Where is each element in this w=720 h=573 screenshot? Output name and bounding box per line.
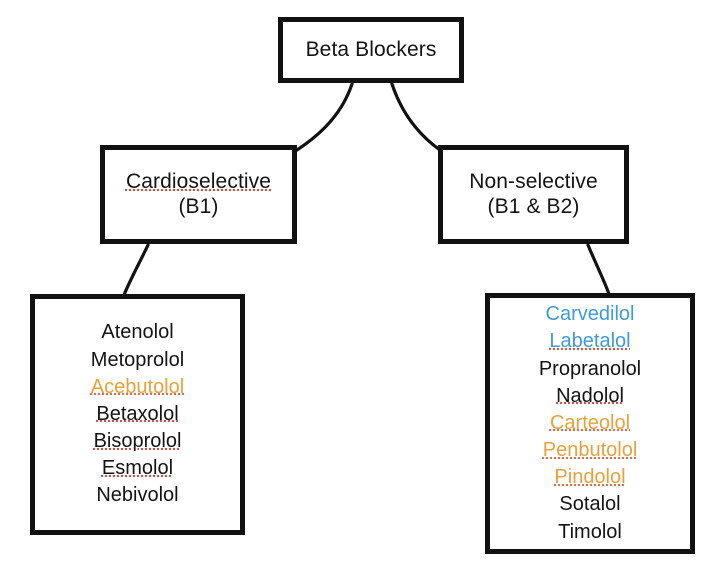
- drug-item: Nebivolol: [96, 484, 179, 507]
- drug-item: Carteolol: [549, 411, 631, 434]
- drug-item: Timolol: [558, 520, 622, 543]
- node-beta-blockers-label: Beta Blockers: [305, 37, 437, 61]
- drug-item: Propranolol: [538, 357, 642, 380]
- node-non-selective: Non-selective (B1 & B2): [438, 145, 629, 244]
- drug-item: Metoprolol: [90, 348, 185, 371]
- node-beta-blockers: Beta Blockers: [278, 17, 464, 83]
- drug-item: Betaxolol: [96, 402, 179, 425]
- drug-item: Labetalol: [549, 330, 631, 353]
- node-non-selective-label-line1: Non-selective: [469, 169, 598, 193]
- connector-nonselective-to-drugs: [586, 243, 611, 296]
- connector-root-to-cardioselective: [295, 82, 354, 152]
- node-cardioselective: Cardioselective (B1): [100, 145, 297, 244]
- connector-cardioselective-to-drugs: [122, 243, 150, 297]
- drug-item: Atenolol: [101, 321, 174, 344]
- drug-item: Esmolol: [101, 457, 174, 480]
- node-non-selective-label-line2: (B1 & B2): [487, 194, 580, 218]
- connector-root-to-nonselective: [390, 82, 442, 152]
- drug-item: Pindolol: [554, 466, 626, 489]
- drug-item: Nadolol: [556, 384, 624, 407]
- drug-item: Penbutolol: [542, 439, 638, 462]
- drug-item: Sotalol: [559, 493, 621, 516]
- drug-item: Acebutolol: [90, 375, 185, 398]
- node-cardioselective-label-line1: Cardioselective: [125, 169, 272, 193]
- node-cardioselective-label-line2: (B1): [178, 194, 219, 218]
- drug-item: Bisoprolol: [93, 430, 182, 453]
- drug-item: Carvedilol: [545, 303, 635, 326]
